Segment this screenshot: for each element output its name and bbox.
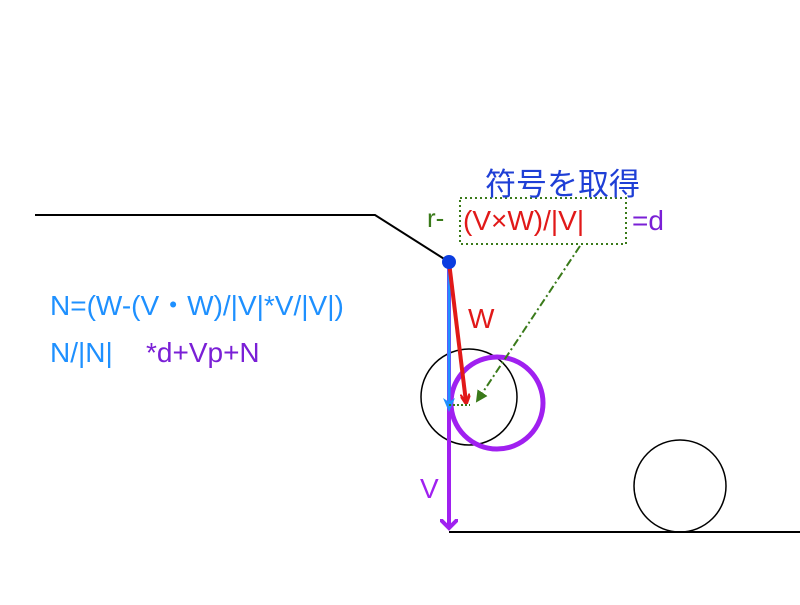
cross-product-expression: (V×W)/|V|	[463, 205, 584, 236]
normal-formula-line2-a: N/|N|	[50, 337, 113, 368]
w-vector-label: W	[468, 303, 495, 334]
equals-d-label: =d	[632, 205, 664, 236]
sign-title-jp: 符号を取得	[485, 167, 640, 202]
ball-circle-left	[420, 348, 518, 446]
normal-formula-line2-b: *d+Vp+N	[146, 337, 260, 368]
sign-pointer-arrow	[475, 245, 581, 403]
r-prefix-label: r-	[427, 203, 444, 233]
cross-product-box	[459, 197, 627, 245]
v-vector-label: V	[420, 473, 439, 504]
w-vector-arrow	[447, 261, 466, 402]
ball-circle-right	[633, 439, 727, 533]
start-point-dot	[442, 255, 456, 269]
normal-formula-line1: N=(W-(V・W)/|V|*V/|V|)	[50, 290, 344, 321]
upper-ground-line	[35, 214, 450, 263]
